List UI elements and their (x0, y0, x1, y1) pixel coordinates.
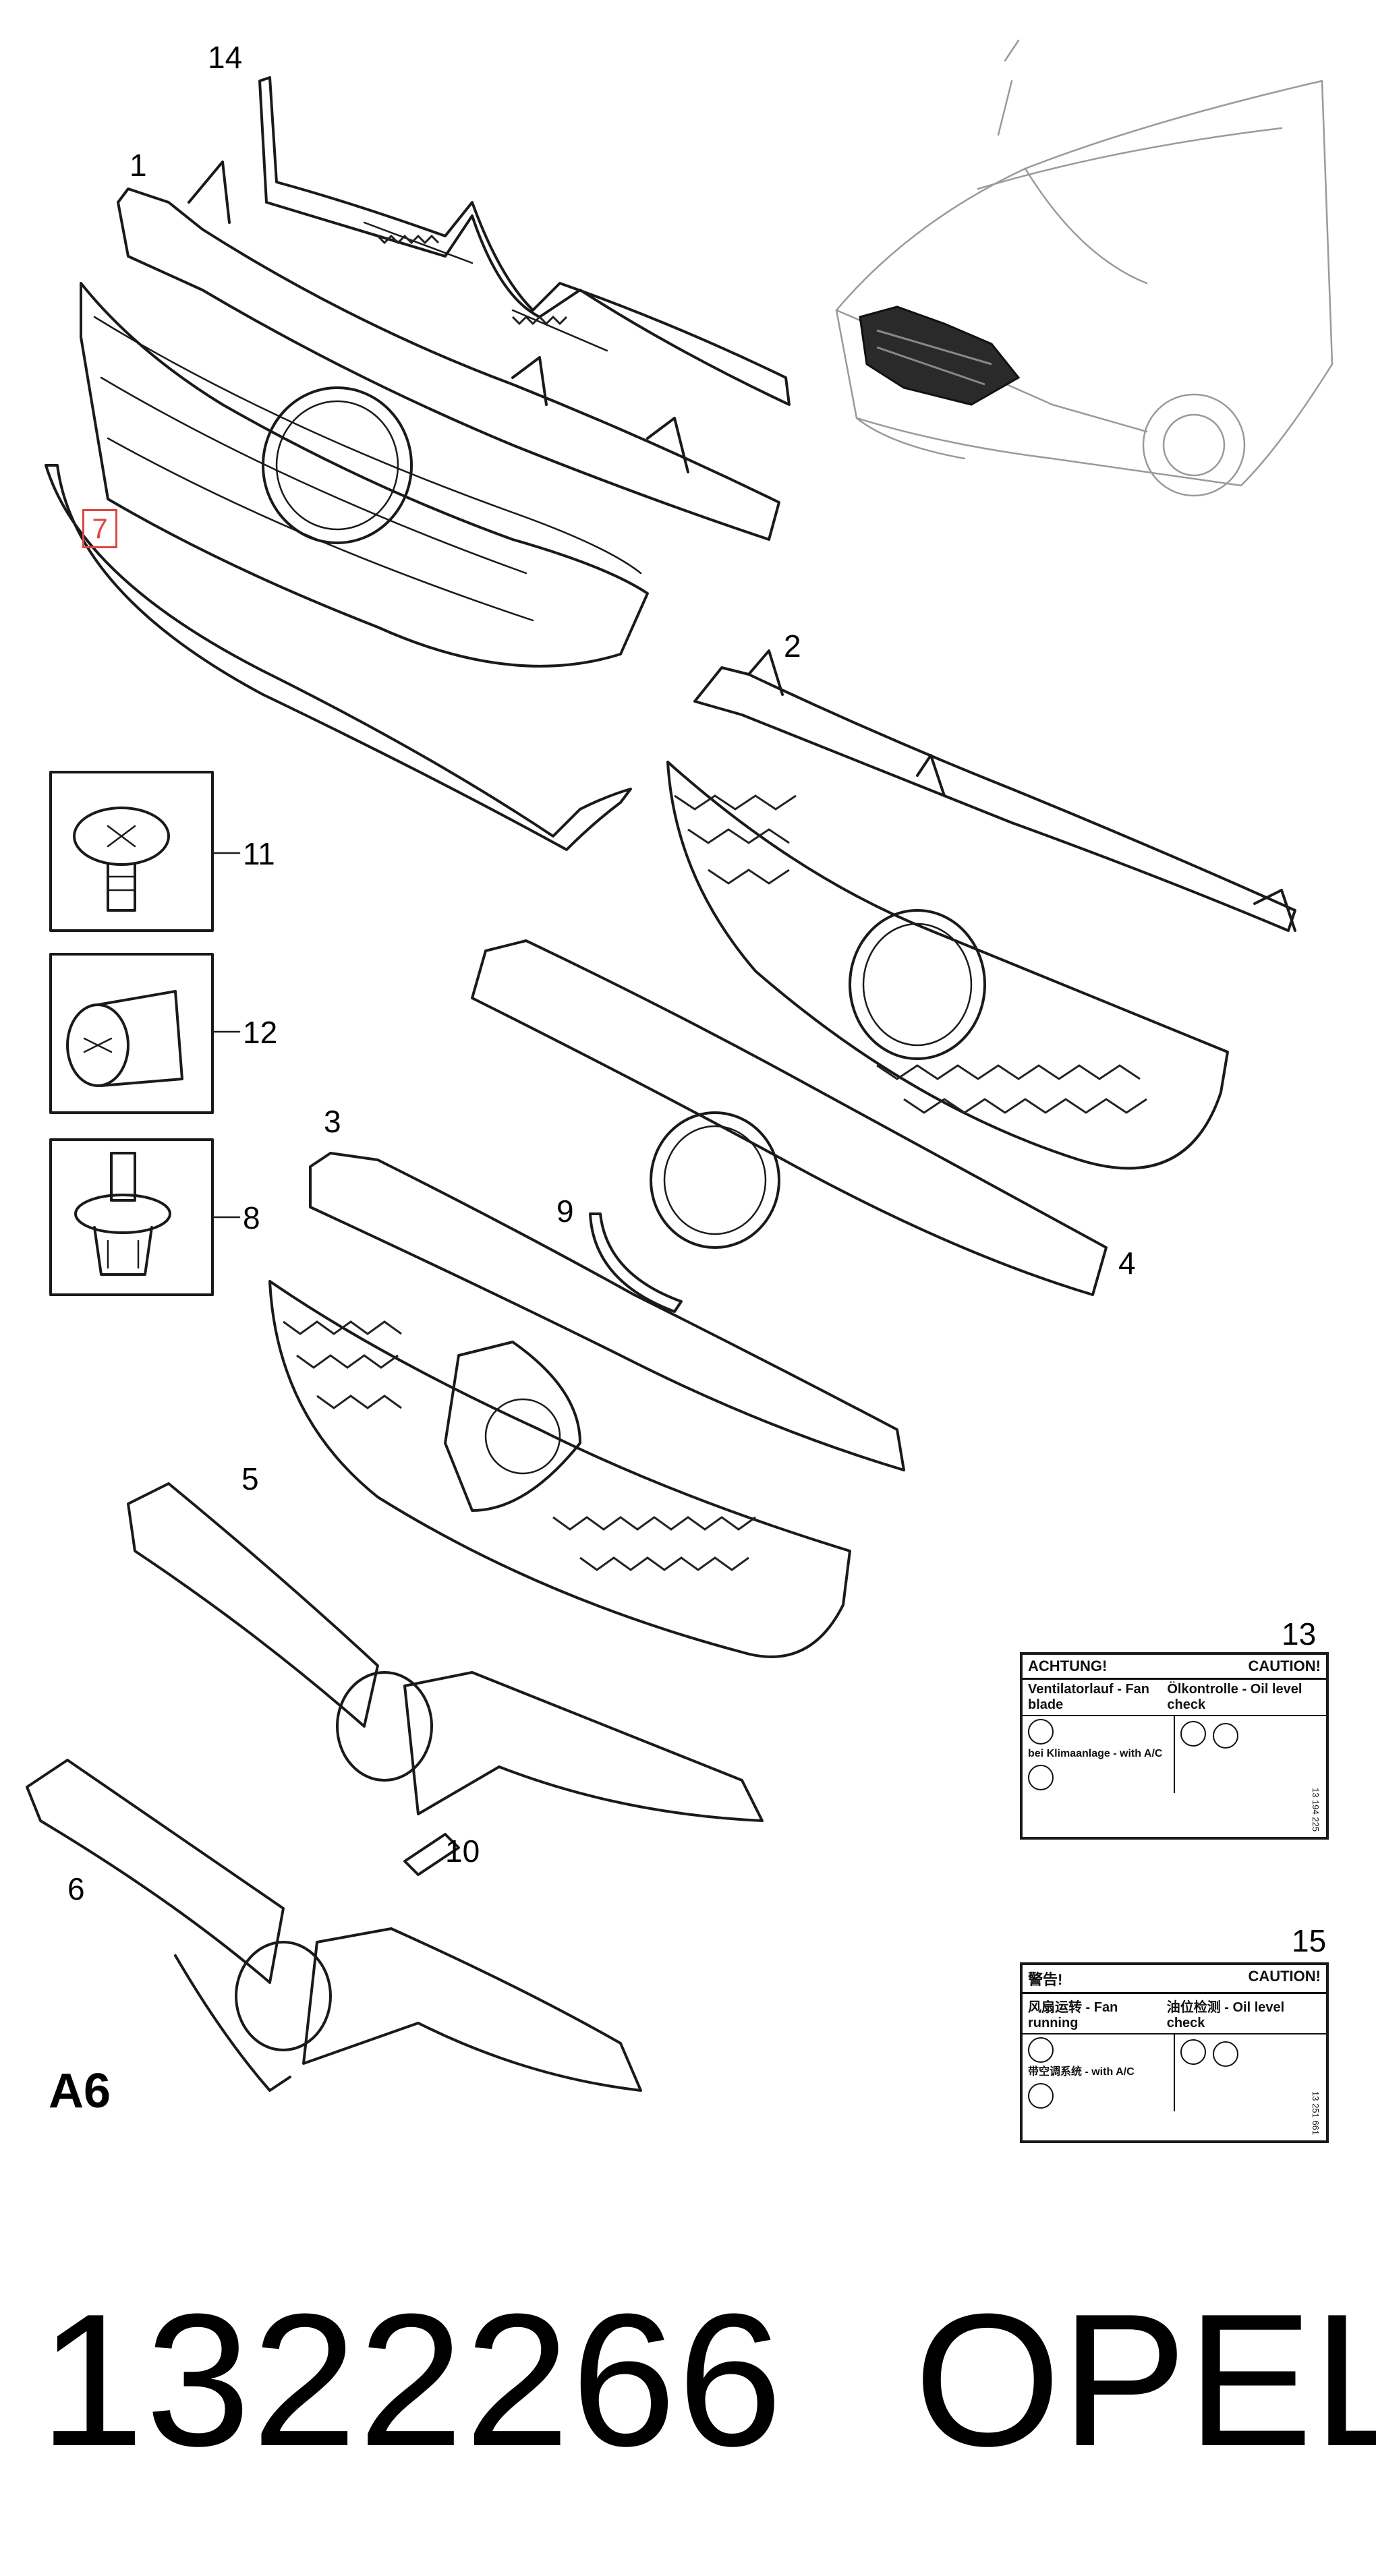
oil-can-icon (1180, 1721, 1206, 1747)
part-4-trim-bar (471, 939, 1108, 1296)
callout-10: 10 (445, 1834, 480, 1869)
label-13-body: bei Klimaanlage - with A/C 13 194 225 (1023, 1716, 1326, 1832)
fan-icon (1028, 1719, 1054, 1745)
detail-box-11-screw (49, 771, 214, 932)
section-code: A6 (49, 2064, 111, 2118)
callout-8: 8 (243, 1200, 260, 1235)
part-14-upper-trim (258, 76, 791, 406)
label-15-right-col: 13 251 661 (1174, 2035, 1326, 2135)
label-15-left-col: 带空调系统 - with A/C (1023, 2035, 1174, 2111)
label-15-warning: 警告! (1028, 1971, 1063, 1988)
part-5-trim-bar (127, 1482, 764, 1822)
part-7-lower-trim (45, 464, 632, 851)
callout-leaders (211, 852, 241, 1219)
label-13-subheader: Ventilatorlauf - Fan blade Ölkontrolle -… (1023, 1680, 1326, 1716)
label-15-body: 带空调系统 - with A/C 13 251 661 (1023, 2035, 1326, 2135)
clock-icon (1212, 2041, 1238, 2067)
snowflake-icon (1028, 1765, 1054, 1790)
callout-15: 15 (1292, 1923, 1327, 1958)
callout-7-highlighted[interactable]: 7 (82, 509, 117, 548)
label-13-right-col: 13 194 225 (1174, 1716, 1326, 1832)
callout-9: 9 (556, 1194, 574, 1229)
label-13-oil-title: Ölkontrolle - Oil level check (1167, 1682, 1302, 1712)
label-15-subheader: 风扇运转 - Fan running 油位检测 - Oil level chec… (1023, 1994, 1326, 2035)
snowflake-icon (1028, 2083, 1054, 2109)
callout-13: 13 (1282, 1616, 1317, 1651)
label-15-code: 13 251 661 (1311, 2090, 1321, 2135)
label-13-fan-title: Ventilatorlauf - Fan blade (1028, 1682, 1150, 1712)
oil-can-icon (1180, 2039, 1206, 2065)
label-15-header: 警告! CAUTION! (1023, 1965, 1326, 1994)
callout-5: 5 (241, 1461, 259, 1496)
label-15-warning-sticker: 警告! CAUTION! 风扇运转 - Fan running 油位检测 - O… (1020, 1962, 1329, 2143)
callout-2: 2 (784, 628, 801, 664)
label-13-caution: CAUTION! (1248, 1658, 1321, 1674)
label-15-ac-title: 带空调系统 - with A/C (1028, 2066, 1135, 2078)
callout-1: 1 (130, 148, 147, 183)
detail-box-8-rivet (49, 1138, 214, 1296)
callout-14: 14 (208, 40, 243, 75)
part-2-grille-honeycomb (666, 649, 1296, 1170)
brand-name: OPEL (914, 2275, 1376, 2486)
label-13-warning: ACHTUNG! (1028, 1658, 1108, 1674)
callout-4: 4 (1118, 1246, 1136, 1281)
label-13-left-col: bei Klimaanlage - with A/C (1023, 1716, 1174, 1793)
label-15-fan-title: 风扇运转 - Fan running (1028, 2000, 1118, 2030)
detail-box-12-clip (49, 953, 214, 1114)
label-13-ac-title: bei Klimaanlage - with A/C (1028, 1748, 1163, 1759)
clock-icon (1212, 1723, 1238, 1749)
part-3-grille (268, 1152, 905, 1658)
label-13-warning-sticker: ACHTUNG! CAUTION! Ventilatorlauf - Fan b… (1020, 1652, 1329, 1840)
label-13-header: ACHTUNG! CAUTION! (1023, 1655, 1326, 1680)
callout-6: 6 (67, 1871, 85, 1906)
label-15-caution: CAUTION! (1248, 1968, 1321, 1985)
vehicle-overview (835, 39, 1334, 497)
part-number: 1322266 (39, 2275, 784, 2486)
label-13-code: 13 194 225 (1311, 1787, 1321, 1832)
part-9-ring-segment (589, 1212, 683, 1313)
callout-12: 12 (243, 1015, 278, 1050)
part-1-main-grille (80, 160, 780, 668)
part-10-bracket (403, 1833, 460, 1876)
callout-3: 3 (324, 1104, 341, 1139)
callout-11: 11 (243, 836, 275, 871)
label-15-oil-title: 油位检测 - Oil level check (1166, 2000, 1285, 2030)
fan-icon (1028, 2037, 1054, 2063)
part-6-trim-bar (26, 1759, 642, 2092)
